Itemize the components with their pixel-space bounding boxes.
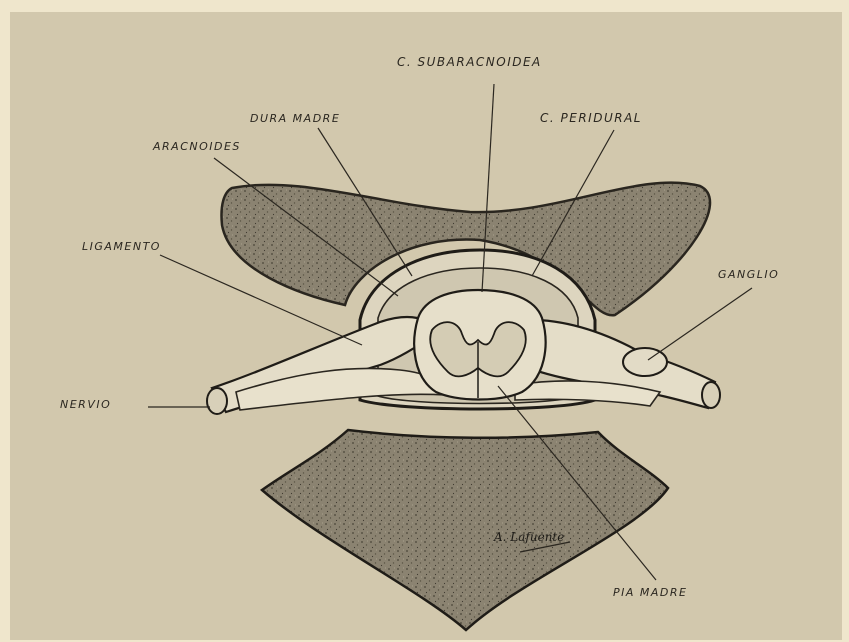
label-dura-madre: DURA MADRE — [250, 112, 340, 125]
label-aracnoides: ARACNOIDES — [153, 140, 241, 153]
right-nerve-cut-end — [702, 382, 720, 408]
left-nerve-cut-end — [207, 388, 227, 414]
ganglion-swelling — [623, 348, 667, 376]
label-ganglio: GANGLIO — [718, 268, 779, 281]
leader-ganglio — [648, 288, 752, 360]
artist-signature: A. Lafuente — [494, 530, 564, 544]
lower-vertebral-body — [262, 430, 668, 630]
label-ligamento: LIGAMENTO — [82, 240, 161, 253]
label-c-subaracnoidea: C. SUBARACNOIDEA — [397, 55, 542, 69]
label-pia-madre: PIA MADRE — [613, 586, 687, 599]
label-nervio: NERVIO — [60, 398, 111, 411]
label-c-peridural: C. PERIDURAL — [540, 111, 642, 125]
